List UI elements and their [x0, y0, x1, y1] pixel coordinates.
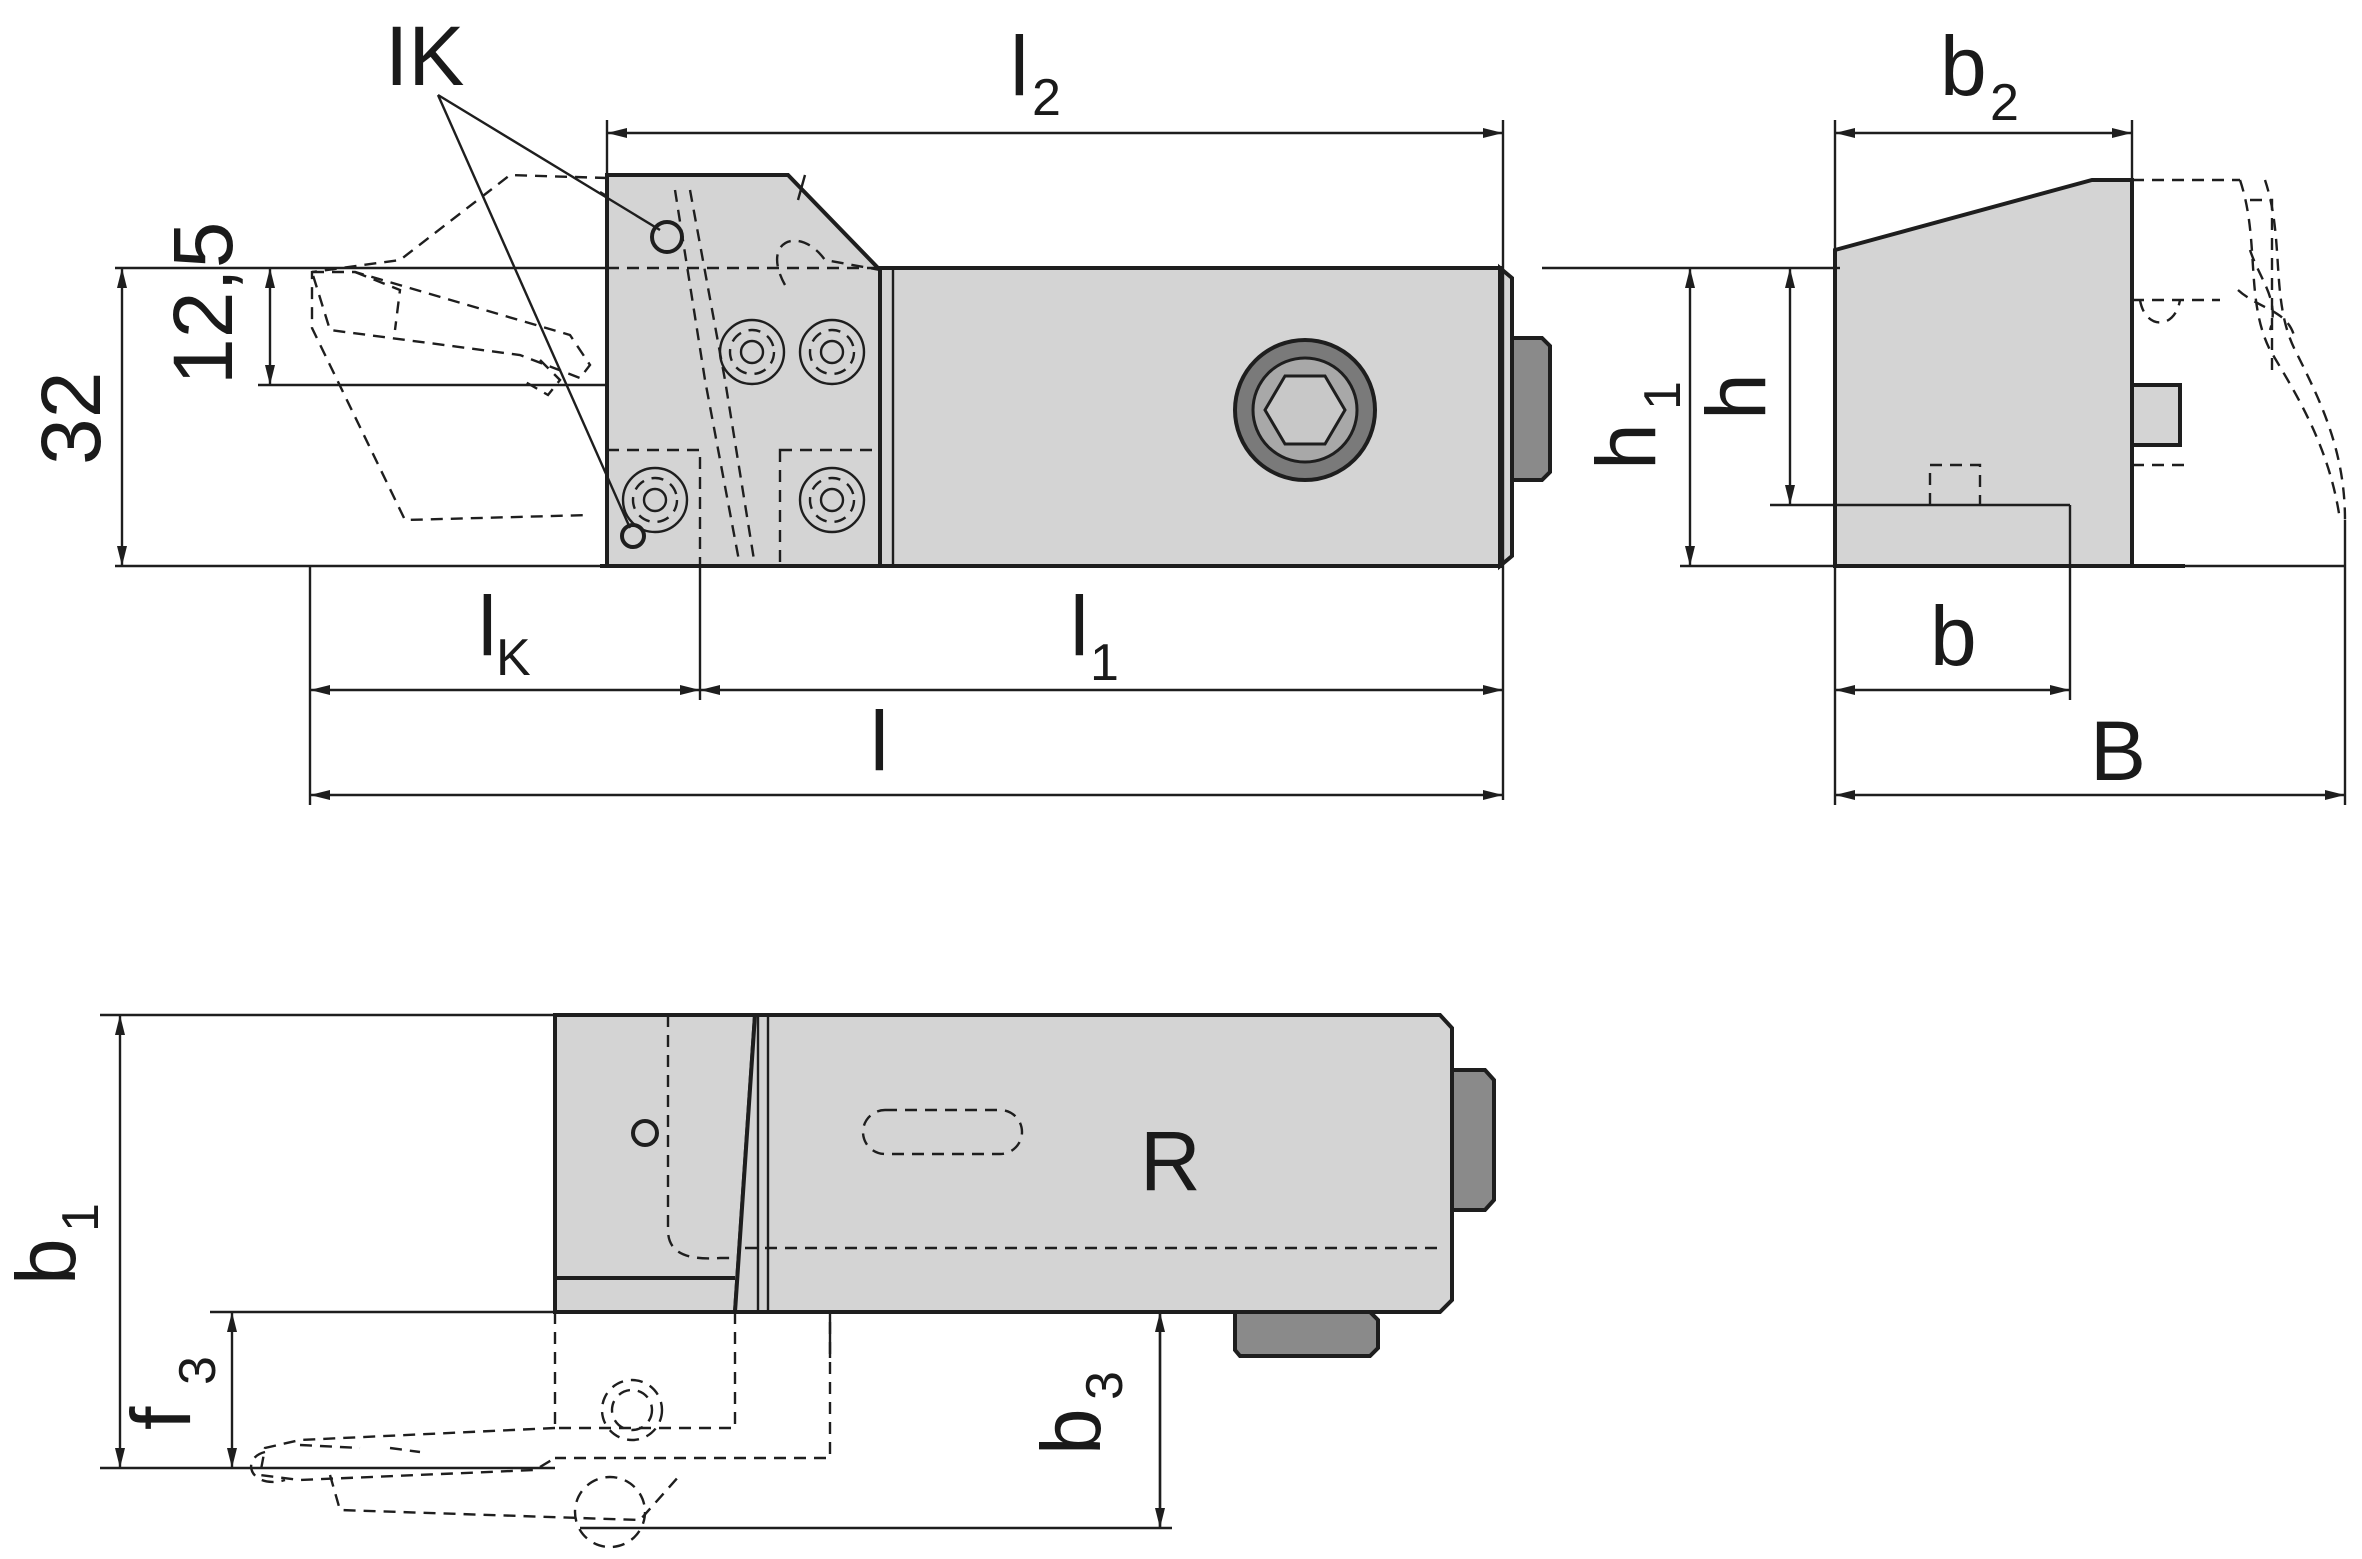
side-view [1833, 178, 2347, 568]
dimension-lines [100, 93, 2347, 1530]
coolant-port-upper [650, 220, 684, 254]
label-b: b [1930, 589, 1977, 683]
label-lk-sub: K [496, 629, 531, 687]
label-b2: b [1940, 19, 1987, 113]
label-R: R [1140, 1114, 1201, 1208]
label-l1-sub: 1 [1090, 634, 1119, 692]
label-B: B [2090, 704, 2146, 798]
head-screw-top-left [718, 318, 786, 386]
front-end-stop [1510, 336, 1552, 482]
label-ik: IK [385, 9, 464, 103]
dimension-labels: IK l 2 b 2 12,5 32 h 1 h l K l 1 l b B b… [0, 9, 2146, 1455]
front-main-body [878, 266, 1502, 568]
top-end-stop [1450, 1068, 1496, 1212]
label-12-5: 12,5 [156, 222, 250, 386]
top-ghost-tool [249, 1310, 832, 1549]
coolant-port-lower [620, 523, 646, 549]
label-32: 32 [24, 372, 118, 465]
front-ghost-tool [310, 173, 612, 522]
label-b1: b [0, 1238, 93, 1285]
label-f3-sub: 3 [169, 1356, 227, 1385]
clamp-screw-icon [1233, 338, 1377, 482]
top-clamping-head [553, 1013, 758, 1314]
label-h: h [1689, 373, 1783, 420]
head-screw-bottom-left [621, 466, 689, 534]
top-coolant-port [631, 1119, 659, 1147]
label-h1: h [1579, 423, 1673, 470]
front-view [310, 173, 1552, 571]
top-view [249, 1013, 1496, 1549]
top-main-body [732, 1013, 1454, 1314]
label-l2-sub: 2 [1032, 69, 1061, 127]
label-b3-sub: 3 [1076, 1371, 1134, 1400]
label-b2-sub: 2 [1990, 74, 2019, 132]
top-bottom-stop [1233, 1310, 1380, 1358]
label-l2: l [1010, 19, 1029, 113]
label-l1: l [1070, 579, 1089, 673]
side-body [1833, 178, 2134, 568]
label-b3: b [1024, 1408, 1118, 1455]
head-screw-bottom-right [798, 466, 866, 534]
head-screw-top-right [798, 318, 866, 386]
label-b1-sub: 1 [52, 1203, 110, 1232]
label-h1-sub: 1 [1634, 381, 1692, 410]
label-lk: l [478, 579, 497, 673]
label-l: l [870, 694, 889, 788]
label-f3: f [114, 1406, 208, 1430]
